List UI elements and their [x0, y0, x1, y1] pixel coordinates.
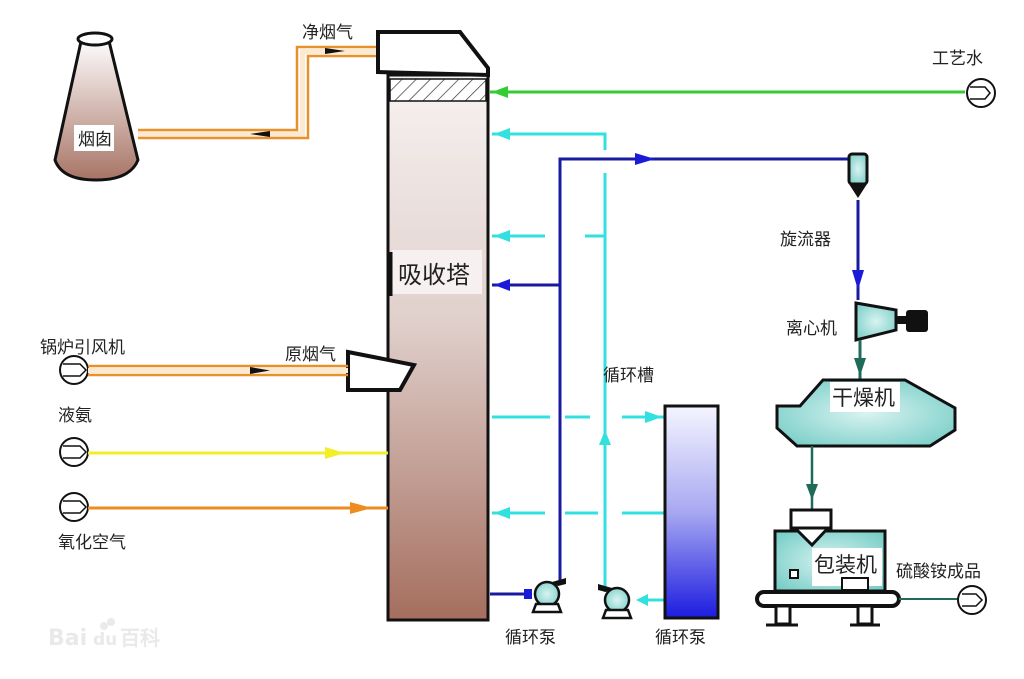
circulation-pump-1-label: 循环泵 [505, 628, 556, 648]
tower-label-bg [392, 250, 482, 294]
dryer: 干燥机 [775, 378, 957, 448]
process-water-label: 工艺水 [932, 49, 983, 69]
ammonia-source-icon [59, 437, 89, 467]
baidu-watermark: Bai du 百科 [48, 618, 160, 651]
dark-slurry-arrows [494, 153, 864, 599]
demister-layer [389, 78, 487, 102]
product-label: 硫酸铵成品 [896, 562, 981, 582]
watermark-text-left: Bai [48, 626, 87, 651]
oxidation-air-line [88, 502, 388, 514]
circulation-pump-2 [598, 584, 633, 620]
ammonia-line [88, 447, 388, 459]
product-output-icon [957, 585, 987, 615]
chimney-label: 烟囱 [78, 130, 112, 150]
product-line-1 [854, 340, 866, 380]
tower-label: 吸收塔 [398, 261, 470, 289]
raw-flue-gas-label: 原烟气 [285, 345, 336, 365]
oxidation-air-source-icon [59, 492, 89, 522]
process-water-line [490, 86, 965, 98]
clean-flue-gas-pipe [138, 45, 378, 140]
chimney: 烟囱 [53, 31, 140, 182]
chimney-label-bg [74, 125, 114, 151]
watermark-text-right: 百科 [120, 626, 160, 650]
packaging-machine: 包装机 [755, 508, 901, 627]
flow-arrow-icon [250, 131, 270, 137]
flow-arrow-icon [250, 367, 270, 374]
circulation-tank [663, 404, 720, 620]
circulation-pump-1 [531, 578, 566, 614]
circulation-tank-label: 循环槽 [603, 366, 654, 386]
light-slurry-arrows [494, 128, 662, 606]
packaging-label: 包装机 [814, 553, 877, 577]
tower-outlet-hood [376, 30, 490, 78]
flow-arrow-icon [325, 48, 345, 54]
absorption-tower: 吸收塔 [346, 30, 490, 622]
boiler-fan-label: 锅炉引风机 [40, 338, 125, 358]
clean-flue-gas-label: 净烟气 [302, 23, 353, 43]
oxidation-air-label: 氧化空气 [58, 533, 126, 553]
cyclone-label: 旋流器 [780, 230, 831, 250]
process-water-source-icon [966, 78, 996, 108]
circulation-pump-2-label: 循环泵 [655, 628, 706, 648]
watermark-text-mid: du [93, 630, 117, 650]
centrifuge [854, 301, 928, 342]
raw-flue-gas-pipe [88, 364, 348, 377]
raw-gas-inlet [346, 349, 418, 392]
paw-icon [100, 622, 108, 630]
centrifuge-label: 离心机 [786, 319, 837, 339]
product-line-2 [806, 446, 818, 512]
cyclone [847, 152, 869, 198]
dryer-label: 干燥机 [832, 386, 895, 410]
ammonia-label: 液氨 [58, 406, 92, 426]
boiler-fan-icon [59, 355, 89, 385]
